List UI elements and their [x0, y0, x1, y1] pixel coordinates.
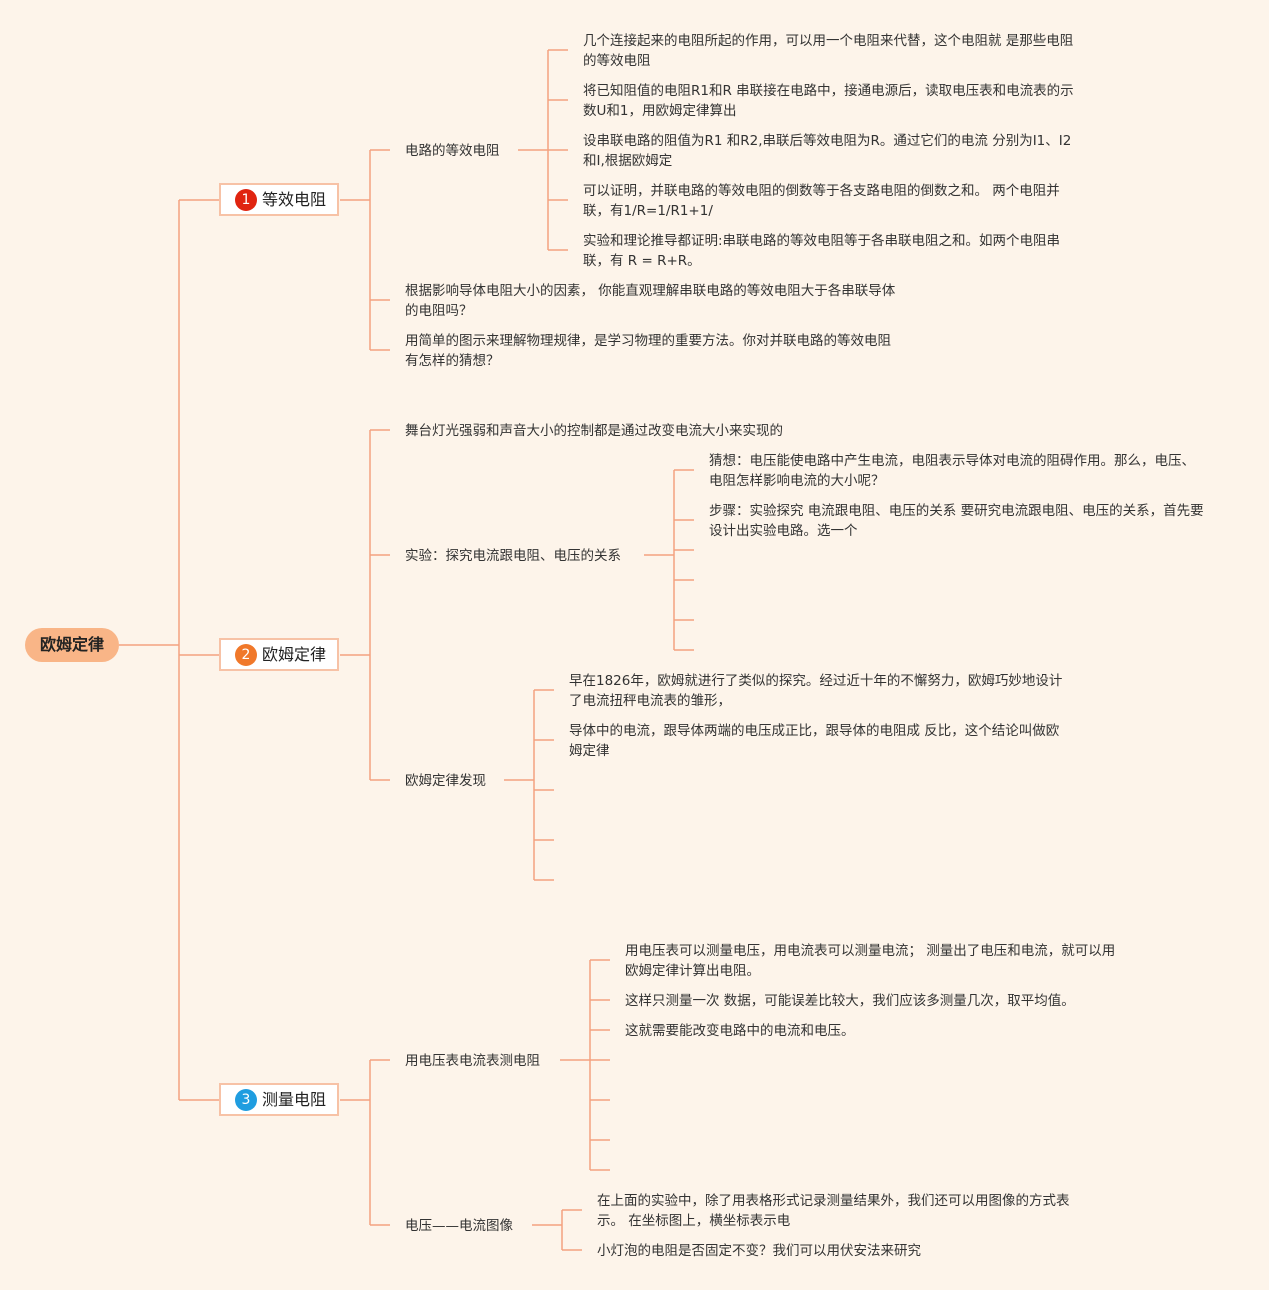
- leaf-node[interactable]: 将已知阻值的电阻R1和R 串联接在电路中，接通电源后，读取电压表和电流表的示数U…: [583, 83, 1074, 119]
- leaf-node[interactable]: 设串联电路的阻值为R1 和R2,串联后等效电阻为R。通过它们的电流 分别为I1、…: [583, 133, 1072, 169]
- topic-label: 等效电阻: [262, 190, 327, 209]
- leaf-node[interactable]: 小灯泡的电阻是否固定不变？我们可以用伏安法来研究: [597, 1243, 921, 1259]
- leaf-node[interactable]: 猜想：电压能使电路中产生电流，电阻表示导体对电流的阻碍作用。那么，电压、 电阻怎…: [709, 453, 1195, 489]
- leaf-node[interactable]: 早在1826年，欧姆就进行了类似的探究。经过近十年的不懈努力，欧姆巧妙地设计了电…: [569, 673, 1063, 709]
- leaf-node[interactable]: 在上面的实验中，除了用表格形式记录测量结果外，我们还可以用图像的方式表示。 在坐…: [597, 1193, 1070, 1229]
- leaf-node[interactable]: 实验和理论推导都证明:串联电路的等效电阻等于各串联电阻之和。如两个电阻串联，有 …: [583, 233, 1061, 269]
- leaf-node[interactable]: 步骤：实验探究 电流跟电阻、电压的关系 要研究电流跟电阻、电压的关系，首先要设计…: [709, 503, 1204, 539]
- topic-label: 测量电阻: [262, 1090, 327, 1109]
- node-voltage-current-graph[interactable]: 电压——电流图像: [405, 1218, 513, 1234]
- leaf-node[interactable]: 导体中的电流，跟导体两端的电压成正比，跟导体的电阻成 反比，这个结论叫做欧姆定律: [569, 723, 1060, 759]
- topic-ohms-law[interactable]: 2 欧姆定律: [219, 638, 339, 671]
- leaf-node[interactable]: 这样只测量一次 数据，可能误差比较大，我们应该多测量几次，取平均值。: [625, 993, 1075, 1009]
- leaf-node[interactable]: 这就需要能改变电路中的电流和电压。: [625, 1023, 855, 1039]
- node-parallel-question[interactable]: 用简单的图示来理解物理规律，是学习物理的重要方法。你对并联电路的等效电阻有怎样的…: [405, 333, 891, 369]
- node-circuit-equivalent-resistance[interactable]: 电路的等效电阻: [405, 143, 500, 159]
- leaf-node[interactable]: 用电压表可以测量电压，用电流表可以测量电流； 测量出了电压和电流，就可以用欧姆定…: [625, 943, 1116, 979]
- node-ohms-law-discovery[interactable]: 欧姆定律发现: [405, 773, 486, 789]
- number-badge-1: 1: [235, 189, 257, 211]
- node-stage-lighting[interactable]: 舞台灯光强弱和声音大小的控制都是通过改变电流大小来实现的: [405, 423, 783, 439]
- number-badge-3: 3: [235, 1089, 257, 1111]
- node-series-question[interactable]: 根据影响导体电阻大小的因素， 你能直观理解串联电路的等效电阻大于各串联导体的电阻…: [405, 283, 896, 319]
- node-experiment[interactable]: 实验：探究电流跟电阻、电压的关系: [405, 548, 621, 564]
- leaf-node[interactable]: 可以证明，并联电路的等效电阻的倒数等于各支路电阻的倒数之和。 两个电阻并联，有1…: [583, 183, 1060, 219]
- topic-equivalent-resistance[interactable]: 1 等效电阻: [219, 183, 339, 216]
- root-node[interactable]: 欧姆定律: [25, 628, 119, 662]
- number-badge-2: 2: [235, 644, 257, 666]
- leaf-node[interactable]: 几个连接起来的电阻所起的作用，可以用一个电阻来代替，这个电阻就 是那些电阻的等效…: [583, 33, 1074, 69]
- topic-label: 欧姆定律: [262, 645, 327, 664]
- node-voltmeter-ammeter[interactable]: 用电压表电流表测电阻: [405, 1053, 540, 1069]
- topic-measure-resistance[interactable]: 3 测量电阻: [219, 1083, 339, 1116]
